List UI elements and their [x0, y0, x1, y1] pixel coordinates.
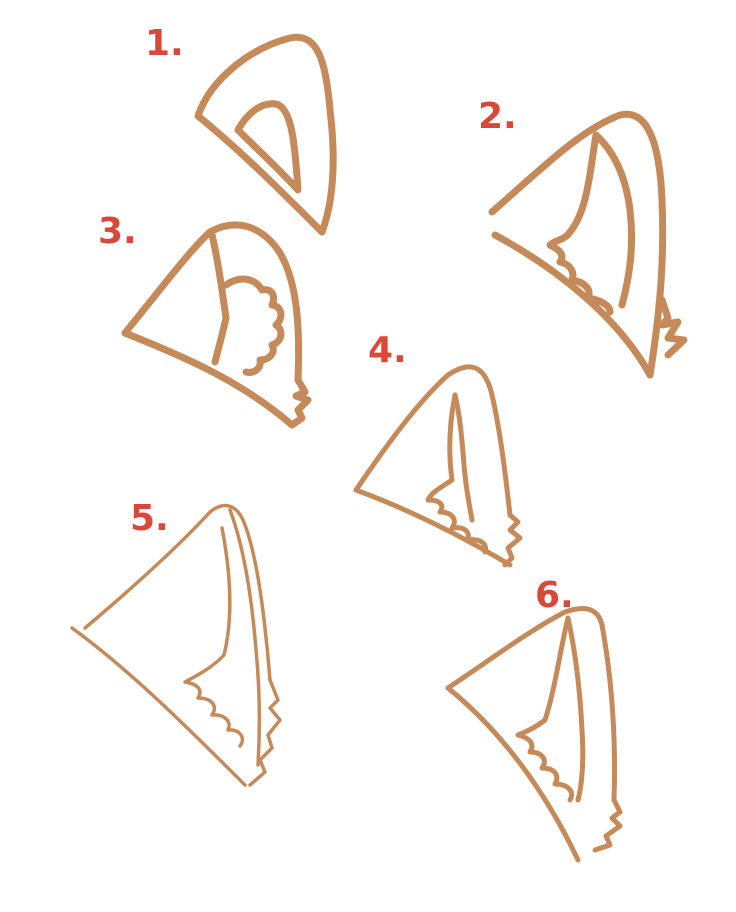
label-1: 1. — [145, 23, 184, 64]
ear-sketch-2 — [488, 110, 688, 379]
label-5: 5. — [130, 498, 169, 539]
ear-sketch-6 — [445, 606, 623, 863]
label-2: 2. — [478, 96, 517, 137]
ear-sketch-4 — [353, 364, 523, 568]
label-4: 4. — [368, 330, 407, 371]
ear-sketch-3 — [121, 221, 312, 429]
ear-sketch-1 — [194, 33, 337, 236]
ear-sketch-5 — [70, 503, 282, 787]
label-3: 3. — [98, 211, 137, 252]
